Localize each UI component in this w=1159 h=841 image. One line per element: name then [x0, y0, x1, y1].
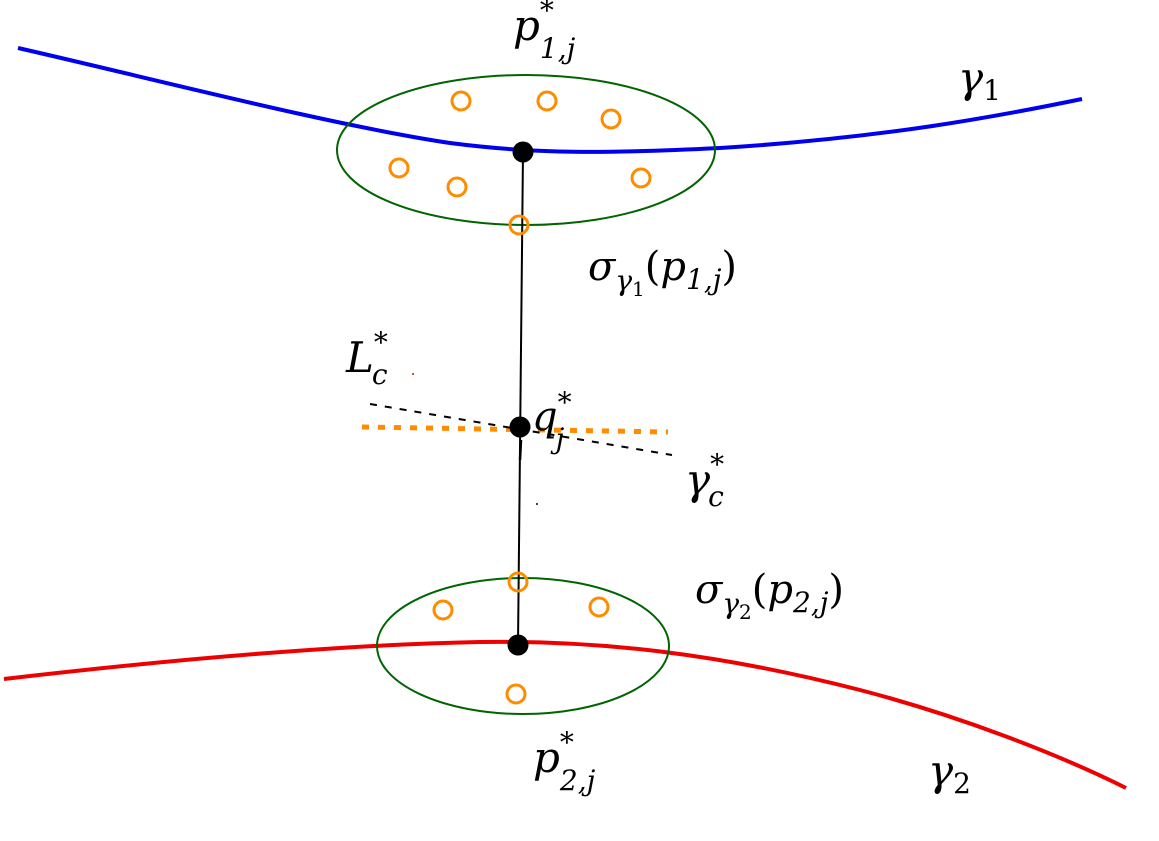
label-gamma-c-star: γ*c [685, 448, 724, 513]
stray-mark [412, 373, 414, 375]
curve-gamma1 [17, 46, 1083, 154]
sample-points-bottom [432, 571, 610, 705]
point-q-star [509, 416, 531, 438]
sample-point [450, 90, 472, 112]
sample-point-sigma2 [507, 571, 529, 593]
label-p1-star: p*1,j [513, 0, 576, 65]
line-L-c-star [361, 424, 669, 435]
sample-point [630, 167, 652, 189]
label-q-star: q*j [532, 386, 572, 455]
point-p2-star [507, 634, 529, 656]
label-gamma2: γ2 [928, 746, 971, 800]
neighborhood-ellipse-top [336, 74, 716, 226]
label-p2-star: p*2,j [533, 726, 596, 797]
sample-point [432, 599, 454, 621]
sample-point [536, 90, 558, 112]
stray-mark [536, 503, 538, 505]
label-L-c-star: L*c [345, 326, 388, 391]
sample-point [388, 157, 410, 179]
segment-tick [518, 439, 523, 461]
point-p1-star [512, 141, 534, 163]
sample-point [600, 108, 622, 130]
label-sigma2: σγ2(p2,j) [695, 567, 844, 624]
sample-points-top [388, 90, 652, 236]
sample-point [505, 683, 527, 705]
sample-point [588, 596, 610, 618]
label-gamma1: γ1 [958, 53, 1001, 107]
sample-point-sigma1 [508, 214, 530, 236]
sample-point [446, 176, 468, 198]
label-sigma1: σγ1(p1,j) [588, 244, 737, 301]
neighborhood-ellipse-bottom [376, 577, 670, 715]
curve-gamma2 [3, 639, 1127, 790]
